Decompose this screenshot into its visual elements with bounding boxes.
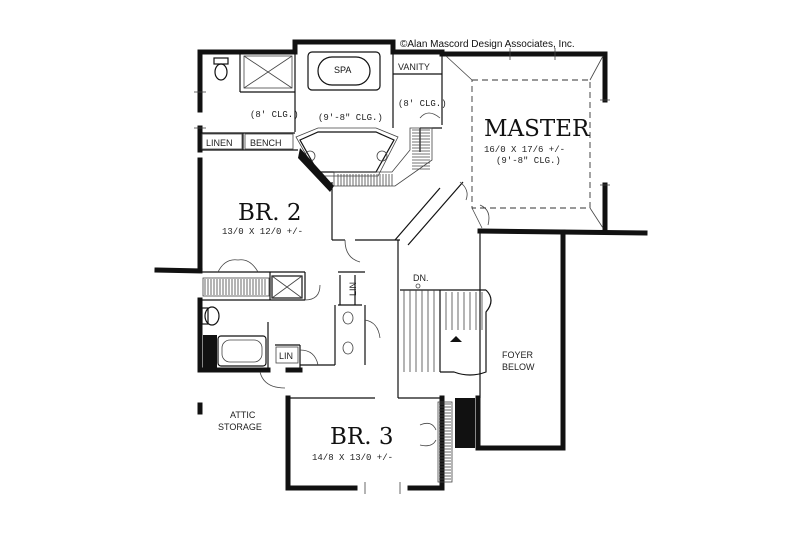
spa-label: SPA (334, 65, 351, 75)
clg-8-right: (8' CLG.) (398, 99, 447, 109)
spa-tub: SPA (307, 51, 381, 91)
stairs-down-label: DN. (413, 273, 429, 283)
master-size: 16/0 X 17/6 +/- (484, 145, 565, 155)
br3-size: 14/8 X 13/0 +/- (312, 453, 393, 463)
lin-lower-label: LIN (279, 351, 293, 361)
interior-walls (200, 52, 481, 399)
vanity-label: VANITY (398, 62, 430, 72)
door-swings (217, 112, 490, 447)
hall-bath-fixtures (201, 306, 354, 369)
master-ceiling-outline (445, 55, 604, 229)
master-ceiling: (9'-8" CLG.) (496, 156, 561, 166)
attic-label-2: STORAGE (218, 422, 262, 432)
foyer-label-1: FOYER (502, 350, 534, 360)
br2-size: 13/0 X 12/0 +/- (222, 227, 303, 237)
closet-hatching (202, 127, 475, 483)
linen-closet-box (271, 275, 303, 299)
fixture-labels: VANITY LINEN BENCH LIN LIN (201, 62, 430, 364)
master-name: MASTER (484, 116, 590, 142)
lin-upper-label: LIN (348, 282, 358, 296)
br2-name: BR. 2 (238, 200, 301, 226)
bench-label: BENCH (250, 138, 282, 148)
clg-8-left: (8' CLG.) (250, 110, 299, 120)
attic-label-1: ATTIC (230, 410, 256, 420)
vanity-counter (295, 127, 399, 192)
staircase (400, 283, 492, 376)
foyer-label-2: BELOW (502, 362, 535, 372)
copyright-text: ©Alan Mascord Design Associates, Inc. (400, 39, 575, 50)
ceiling-notes: (8' CLG.) (9'-8" CLG.) (8' CLG.) (250, 99, 447, 123)
upper-bath-fixtures (213, 55, 293, 89)
room-labels: MASTER 16/0 X 17/6 +/- (9'-8" CLG.) BR. … (218, 116, 590, 463)
window-marks (194, 48, 610, 494)
exterior-walls (154, 39, 648, 491)
clg-98-bath: (9'-8" CLG.) (318, 113, 383, 123)
br3-name: BR. 3 (330, 424, 393, 450)
linen-label: LINEN (206, 138, 233, 148)
